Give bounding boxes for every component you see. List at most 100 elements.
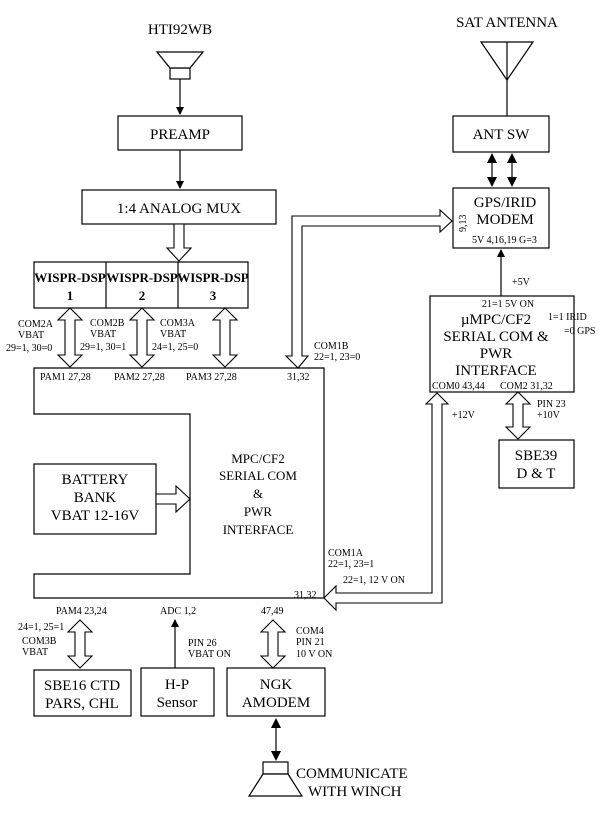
sat-antenna-label: SAT ANTENNA	[456, 15, 558, 31]
com2b-line2: VBAT	[90, 329, 116, 340]
mpc-pam1: PAM1 27,28	[40, 372, 91, 383]
com2a-line3: 29=1, 30=0	[6, 343, 52, 354]
gps-irid-modem-box	[452, 187, 550, 249]
wispr-1-number: 1	[67, 288, 74, 303]
com1a-mpc-umpc-link	[323, 392, 450, 612]
com3a-line2: VBAT	[160, 329, 186, 340]
wispr-3-label: WISPR-DSP	[177, 270, 249, 285]
wispr3-mpc-link	[211, 307, 239, 368]
mpc-label-line2: SERIAL COM	[219, 468, 297, 483]
ngk-amodem-box	[226, 667, 326, 717]
mpc-pam4: PAM4 23,24	[56, 606, 107, 617]
com4-line2: PIN 21	[296, 637, 325, 648]
com2a-line1: COM2A	[18, 319, 54, 330]
battery-line2: BANK	[74, 490, 117, 506]
sbe39-box	[498, 439, 575, 489]
mpc-com1b-pins: 31,32	[287, 372, 310, 383]
ngk-line1: NGK	[260, 677, 293, 693]
sbe16-box	[33, 669, 132, 717]
com3a-line3: 24=1, 25=0	[152, 342, 198, 353]
com3b-line2: COM3B	[22, 636, 57, 647]
gps-modem-side-pins: 9,13	[458, 215, 469, 233]
mpc-label-line5: INTERFACE	[223, 522, 294, 537]
umpc-com0-pins: COM0 43,44	[432, 381, 485, 392]
mpc-label-line3: &	[253, 486, 263, 501]
umpc-top-pins: 21=1 5V ON	[482, 299, 534, 310]
winch-line2: WITH WINCH	[308, 784, 402, 800]
plus12v-label: +12V	[452, 410, 476, 421]
gps-modem-pins: 5V 4,16,19 G=3	[472, 235, 537, 246]
com1b-line1: COM1B	[314, 341, 349, 352]
com1b-mpc-gps-link	[284, 208, 453, 369]
mpc-sbe16-link	[66, 619, 94, 669]
wispr-group	[33, 261, 249, 309]
umpc-interface-box	[429, 295, 575, 393]
umpc-line3: PWR	[480, 346, 513, 362]
com4-line1: COM4	[296, 626, 324, 637]
mpc-pam3: PAM3 27,28	[186, 372, 237, 383]
mpc-pam2: PAM2 27,28	[114, 372, 165, 383]
com2b-line1: COM2B	[90, 318, 125, 329]
com2b-line3: 29=1, 30=1	[80, 342, 126, 353]
wispr2-mpc-link	[128, 307, 156, 368]
com4-line3: 10 V ON	[296, 649, 332, 660]
mpc-interface-block	[33, 367, 325, 599]
hp-sensor-box	[140, 667, 215, 717]
gps-modem-line2: MODEM	[476, 212, 534, 228]
com1a-line3: 22=1, 12 V ON	[343, 575, 405, 586]
pin23-line2: +10V	[537, 410, 561, 421]
hp-line2: Sensor	[157, 695, 198, 711]
hydrophone-label: HTI92WB	[148, 22, 212, 38]
wispr1-mpc-link	[56, 307, 84, 368]
pin26-line2: VBAT ON	[188, 649, 231, 660]
com3b-line3: VBAT	[22, 647, 48, 658]
mpc-label-line1: MPC/CF2	[231, 451, 284, 466]
ant-sw-label: ANT SW	[473, 127, 531, 143]
umpc-line2: SERIAL COM &	[443, 329, 549, 345]
gps-modem-line1: GPS/IRID	[474, 195, 537, 211]
hydrophone-icon	[155, 51, 205, 80]
battery-bank-box	[33, 463, 157, 535]
sbe39-line2: D & T	[517, 466, 556, 482]
com2a-line2: VBAT	[18, 330, 44, 341]
transducer-icon	[247, 761, 304, 797]
pin23-line1: PIN 23	[537, 399, 566, 410]
mux-box	[81, 189, 277, 225]
mpc-com4-pins: 47,49	[261, 606, 284, 617]
com3a-line1: COM3A	[160, 318, 196, 329]
com1a-line1: COM1A	[328, 548, 364, 559]
wispr-1-label: WISPR-DSP	[34, 270, 106, 285]
ngk-line2: AMODEM	[242, 695, 310, 711]
wispr-2-label: WISPR-DSP	[106, 270, 178, 285]
sbe16-line2: PARS, CHL	[45, 696, 119, 712]
mpc-label-line4: PWR	[244, 504, 273, 519]
mux-label: 1:4 ANALOG MUX	[117, 201, 241, 217]
mpc-adc: ADC 1,2	[160, 606, 196, 617]
irid-select-line1: 1=1 IRID	[548, 312, 587, 323]
winch-line1: COMMUNICATE	[296, 766, 408, 782]
com3b-line1: 24=1, 25=1	[18, 622, 64, 633]
umpc-com2-pins: COM2 31,32	[500, 381, 553, 392]
sbe39-line1: SBE39	[515, 448, 558, 464]
battery-to-mpc-arrow	[155, 484, 191, 514]
com1a-line2: 22=1, 23=1	[328, 559, 374, 570]
mpc-com1a-pins: 31,32	[294, 590, 317, 601]
ant-sw-box	[452, 115, 550, 153]
umpc-line4: INTERFACE	[455, 363, 536, 379]
umpc-line1: µMPC/CF2	[461, 312, 531, 328]
mpc-ngk-link	[259, 619, 287, 669]
umpc-sbe39-link	[504, 391, 532, 440]
wispr-3-number: 3	[210, 288, 217, 303]
irid-select-line2: =0 GPS	[564, 326, 595, 337]
preamp-label: PREAMP	[150, 127, 210, 143]
battery-line1: BATTERY	[62, 472, 129, 488]
mux-to-wispr-arrow	[165, 223, 193, 262]
wispr-2-number: 2	[139, 288, 146, 303]
com1b-line2: 22=1, 23=0	[314, 352, 360, 363]
pin26-line1: PIN 26	[188, 638, 217, 649]
hp-line1: H-P	[165, 677, 189, 693]
sbe16-line1: SBE16 CTD	[44, 678, 120, 694]
battery-line3: VBAT 12-16V	[51, 508, 140, 524]
plus5v-label: +5V	[512, 277, 531, 288]
